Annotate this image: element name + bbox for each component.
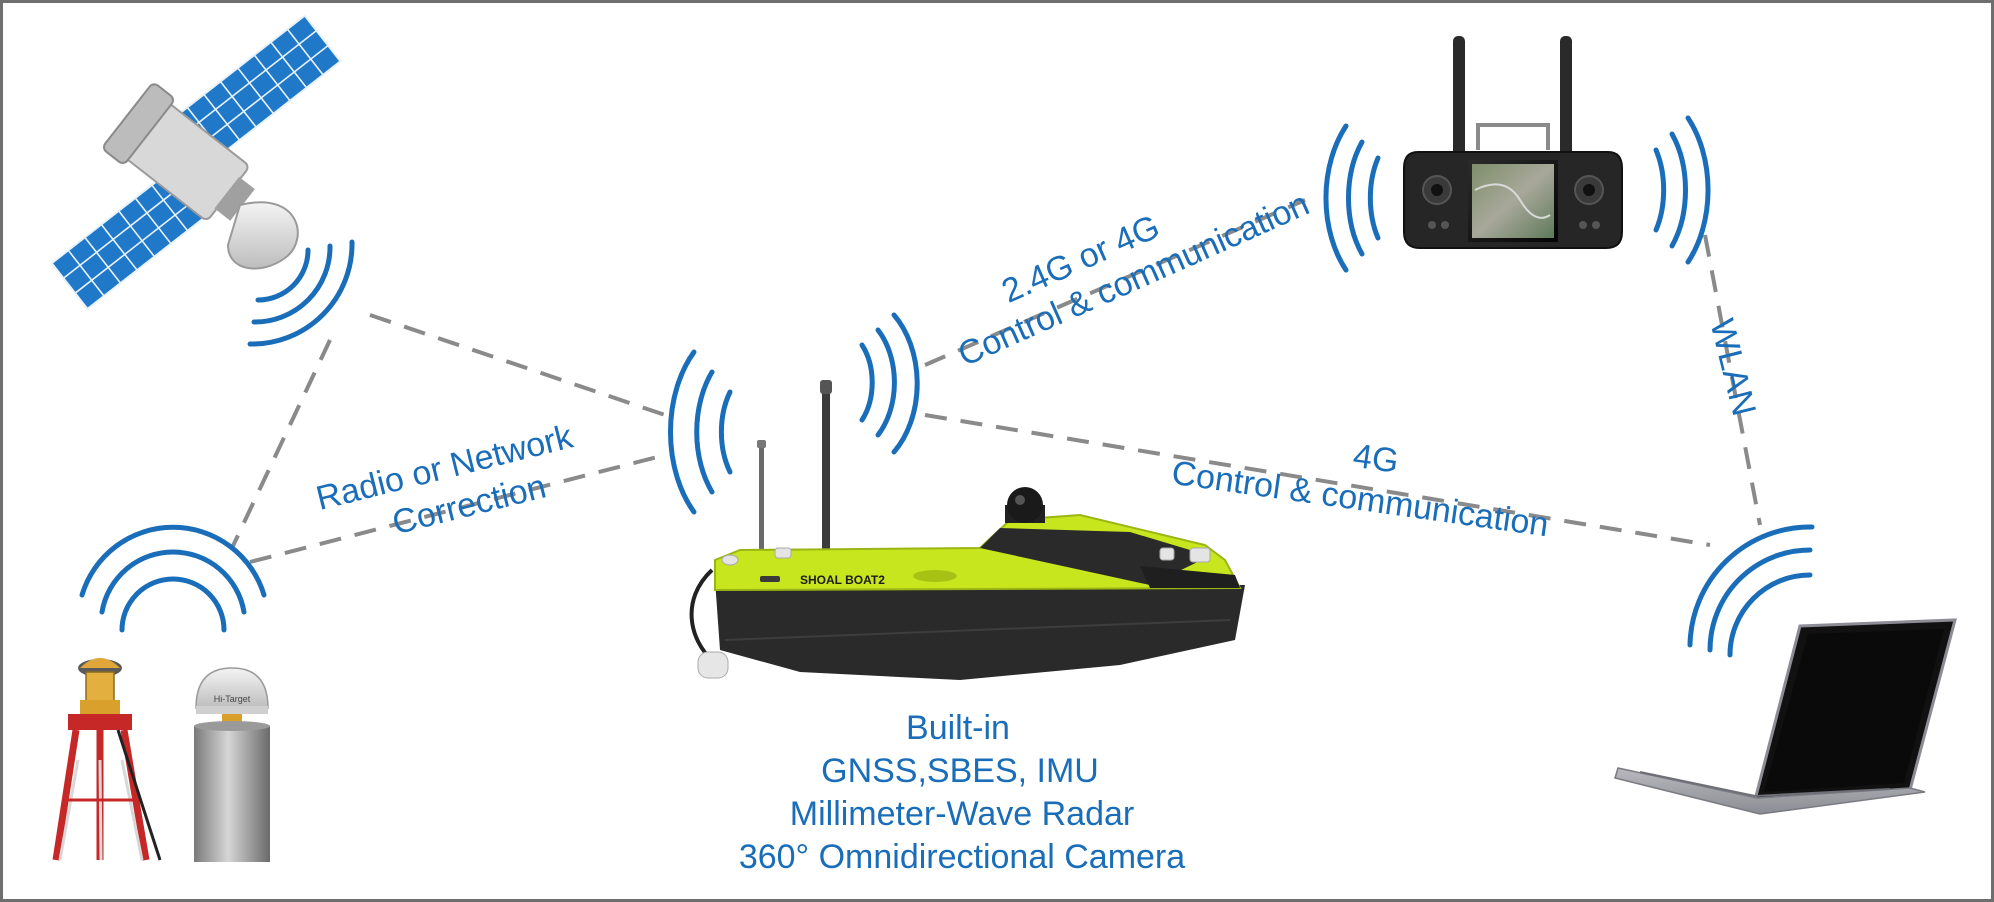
remote-controller-icon: [1403, 36, 1623, 249]
boat-spec-line4: 360° Omnidirectional Camera: [739, 838, 1185, 876]
links: [230, 198, 1762, 564]
boat-specs-label: Built-in GNSS,SBES, IMU Millimeter-Wave …: [739, 709, 1185, 876]
link-boat-laptop: [924, 413, 1711, 547]
radio-correction-label: Radio or Network Correction: [312, 417, 577, 542]
boat-spec-line3: Millimeter-Wave Radar: [790, 795, 1134, 833]
boat-spec-line1: Built-in: [906, 709, 1010, 747]
boat-spec-line2: GNSS,SBES, IMU: [821, 752, 1099, 790]
satellite-signal-waves: [247, 239, 355, 347]
satellite-icon: [50, 14, 342, 311]
laptop-icon: [1614, 618, 1957, 815]
unmanned-survey-boat-icon: SHOAL BOAT2: [689, 380, 1245, 680]
boat-right-signal-waves: [859, 312, 920, 455]
base-signal-waves: [79, 524, 267, 633]
link-rc-laptop: [1703, 234, 1762, 526]
base-brand-label: Hi-Target: [214, 694, 251, 704]
rc-link-label: 2.4G or 4G Control & communication: [952, 185, 1314, 374]
link-satellite-base: [230, 339, 332, 549]
base-station-pillar-icon: Hi-Target: [194, 667, 270, 862]
pc-label-line1: 4G: [1351, 437, 1401, 481]
link-satellite-boat: [369, 313, 666, 417]
boat-left-signal-waves: [668, 349, 733, 515]
link-boat-rc: [924, 198, 1306, 367]
wlan-label: WLAN: [1702, 315, 1763, 420]
boat-brand-label: SHOAL BOAT2: [800, 573, 885, 587]
laptop-link-label: 4G Control & communication: [1169, 437, 1550, 544]
laptop-signal-waves: [1687, 524, 1815, 658]
rc-signal-waves: [1323, 115, 1711, 273]
tripod-receiver-icon: [52, 658, 162, 861]
